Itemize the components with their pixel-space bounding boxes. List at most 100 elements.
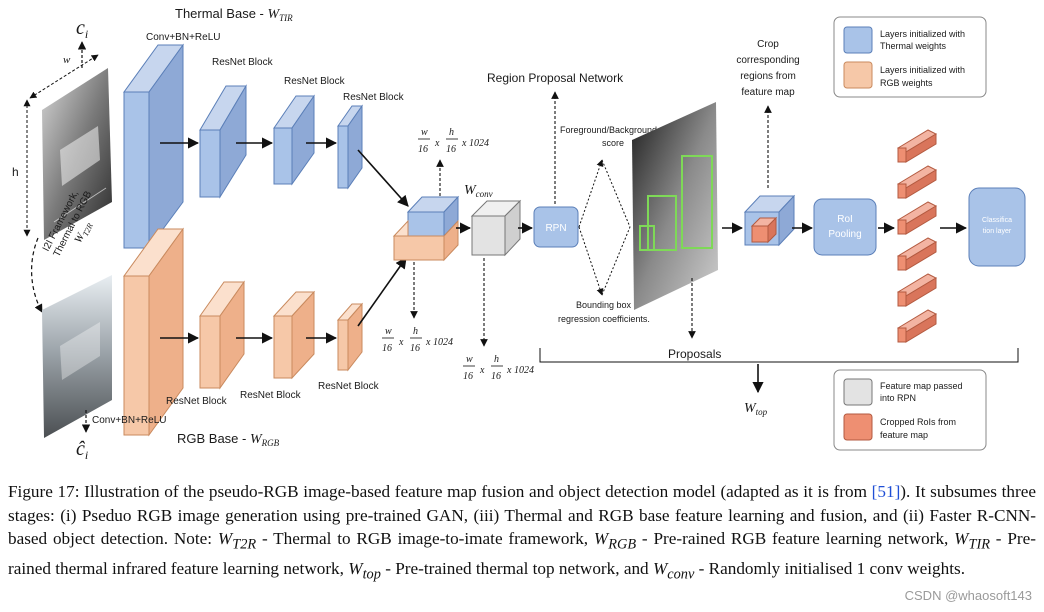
svg-text:RGB Base - WRGB: RGB Base - WRGB [177,431,280,448]
svg-text:Cropped RoIs from: Cropped RoIs from [880,417,956,427]
i2i-arrow [31,237,43,313]
resnet-top-label-2: ResNet Block [284,76,346,87]
wconv-dim: w 16 x h 16 x 1024 [463,354,534,382]
svg-text:h: h [413,326,418,337]
legend-bottom: Feature map passed into RPN Cropped RoIs… [833,369,987,451]
svg-text:16: 16 [382,343,392,354]
wconv-block [470,199,522,257]
fg-bg-to-image [601,159,631,228]
bbox-arrow [578,226,604,296]
architecture-diagram: Thermal Base - WTIR ci w h I2I Framework… [12,6,1026,462]
conv-top-label: Conv+BN+ReLU [146,32,220,43]
legend-swatch-thermal [843,26,873,54]
svg-text:x: x [479,365,485,376]
svg-text:h: h [494,354,499,365]
svg-text:w: w [466,354,473,365]
svg-text:Pooling: Pooling [828,229,861,240]
svg-text:Layers initialized with: Layers initialized with [880,29,965,39]
roi-feature-stack [896,129,938,343]
svg-text:regions from: regions from [740,71,796,82]
w-dim-label: w [63,54,71,66]
detection-image [632,102,718,310]
thermal-resnet-block-2 [273,94,315,186]
resnet-top-label-1: ResNet Block [212,57,274,68]
svg-text:feature map: feature map [741,87,795,98]
svg-text:Thermal weights: Thermal weights [880,41,947,51]
proposals-label: Proposals [668,347,721,361]
fusion-dim-bot: w 16 x h 16 x 1024 [382,326,453,354]
svg-text:w: w [385,326,392,337]
svg-text:x 1024: x 1024 [461,138,489,149]
arrow-to-fusion-top [357,149,409,207]
legend-swatch-feature-map [843,378,873,406]
svg-text:h: h [449,127,454,138]
svg-text:RGB weights: RGB weights [880,78,933,88]
rpn-title: Region Proposal Network [487,71,624,85]
fg-bg-arrow [578,159,604,228]
svg-text:Wtop: Wtop [744,401,768,417]
svg-text:w: w [421,127,428,138]
svg-text:Feature map passed: Feature map passed [880,381,963,391]
bbox-to-image [601,226,631,296]
svg-text:score: score [602,138,624,148]
thermal-input-image [42,68,112,240]
h-dim-label: h [12,165,19,179]
svg-text:x: x [398,337,404,348]
thermal-resnet-block-1 [199,84,247,199]
svg-text:16: 16 [418,144,428,155]
fusion-block [392,195,460,262]
svg-text:feature map: feature map [880,430,928,440]
resnet-top-label-3: ResNet Block [343,92,405,103]
legend-swatch-cropped-roi [843,413,873,441]
rgb-resnet-block-2 [272,290,316,380]
thermal-conv-block [123,43,184,250]
svg-text:Crop: Crop [757,39,779,50]
svg-text:x 1024: x 1024 [425,337,453,348]
rpn-box: RPN [533,206,579,248]
c-hat-label: ĉi [76,438,88,462]
fusion-dim-top: w 16 x h 16 x 1024 [418,127,489,155]
thermal-base-label: Thermal Base - WTIR [175,6,293,23]
svg-text:16: 16 [463,371,473,382]
rgb-pseudo-image [42,275,112,438]
legend-top: Layers initialized with Thermal weights … [833,16,987,98]
rgb-base-label: RGB Base - WRGB [177,431,280,448]
watermark: CSDN @whaosoft143 [904,588,1032,603]
svg-text:x 1024: x 1024 [506,365,534,376]
resnet-bot-label-2: ResNet Block [240,390,302,401]
fg-bg-label: Foreground/Background score [560,125,657,148]
proposals-brace [539,348,1019,363]
svg-text:Foreground/Background: Foreground/Background [560,125,657,135]
arrow-to-fusion-bot [357,257,407,327]
svg-text:Bounding box: Bounding box [576,300,632,310]
svg-text:into RPN: into RPN [880,393,916,403]
citation-link[interactable]: [51] [871,482,901,501]
rgb-conv-block [123,227,184,437]
svg-text:x: x [434,138,440,149]
svg-text:16: 16 [410,343,420,354]
roi-pooling-box: RoI Pooling [813,198,877,256]
thermal-resnet-block-3 [337,104,363,190]
svg-text:corresponding: corresponding [736,55,799,66]
svg-text:regression coefficients.: regression coefficients. [558,314,650,324]
figure-caption: Figure 17: Illustration of the pseudo-RG… [8,482,1036,583]
crop-label: Crop corresponding regions from feature … [736,39,799,98]
wconv-label: Wconv [464,183,493,199]
resnet-bot-label-3: ResNet Block [318,381,380,392]
crop-block [743,194,796,247]
wtop-label: Wtop [744,401,768,417]
svg-text:Thermal Base - WTIR: Thermal Base - WTIR [175,6,293,23]
conv-bot-label: Conv+BN+ReLU [92,415,166,426]
bbox-label: Bounding box regression coefficients. [558,300,650,324]
svg-text:ĉi: ĉi [76,438,88,462]
svg-text:RPN: RPN [545,223,566,234]
svg-text:ci: ci [76,17,88,41]
svg-text:Classifica: Classifica [982,217,1012,224]
svg-text:16: 16 [446,144,456,155]
rgb-resnet-block-1 [199,280,245,390]
svg-text:tion layer: tion layer [983,228,1012,235]
legend-swatch-rgb [843,61,873,89]
svg-text:16: 16 [491,371,501,382]
rgb-resnet-block-3 [336,302,364,372]
w-dim-arrow [29,54,99,99]
